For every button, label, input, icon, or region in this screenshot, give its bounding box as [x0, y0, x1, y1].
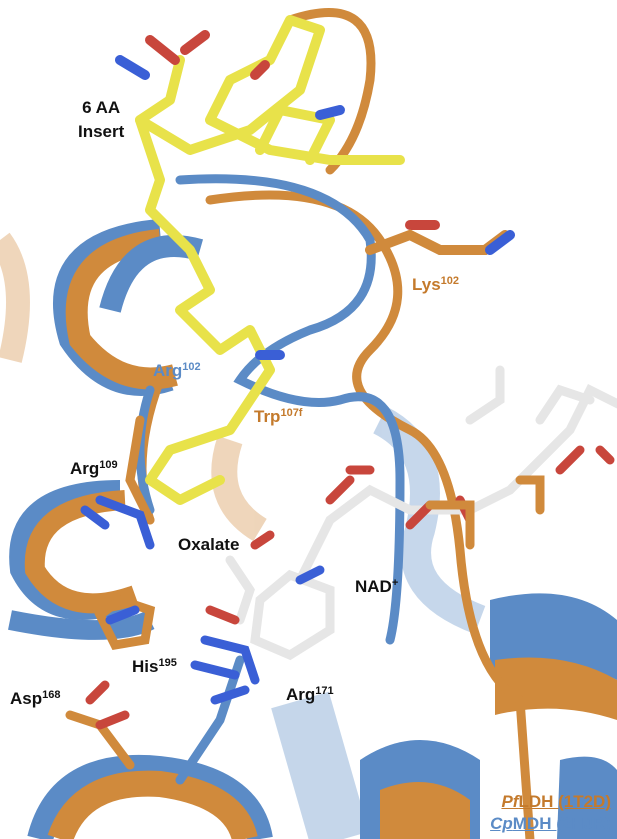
bottom-helix [27, 754, 273, 839]
arg109-label-num: 109 [99, 459, 118, 471]
lys-label-name: Lys [412, 275, 441, 294]
legend-pfldh-italic: Pf [501, 792, 519, 811]
asp168-label-num: 168 [42, 689, 61, 701]
oxalate-label-text: Oxalate [178, 535, 240, 554]
oxalate-ligand [205, 530, 275, 625]
legend-cpmdh-italic: Cp [490, 814, 513, 833]
his195-label: His195 [132, 657, 177, 676]
arg102-label-num: 102 [182, 361, 201, 373]
legend-pfldh: PfLDH (1T2D) [490, 791, 611, 813]
trp-label: Trp107f [254, 407, 303, 426]
arg171-label-num: 171 [315, 685, 334, 697]
left-helix-lower [8, 480, 155, 640]
nad-ligand [250, 365, 617, 661]
nad-label-num: + [391, 577, 399, 589]
oxalate-label: Oxalate [178, 536, 239, 553]
insert-label: 6 AA Insert [78, 96, 124, 144]
insert-heteroatoms [115, 30, 440, 360]
cpmdh-loop [135, 174, 405, 645]
insert-label-line2: Insert [78, 122, 125, 141]
right-helices [360, 593, 617, 839]
legend-cpmdh: CpMDH (2HJR) [490, 813, 611, 835]
asp168-label-name: Asp [10, 689, 43, 708]
nad-label-name: NAD [355, 577, 392, 596]
structure-legend: PfLDH (1T2D) CpMDH (2HJR) [490, 791, 611, 835]
trp-label-name: Trp [254, 407, 281, 426]
legend-pfldh-rest: LDH (1T2D) [518, 792, 611, 811]
nad-label: NAD+ [355, 577, 399, 596]
background-helices [0, 232, 486, 839]
lys-label: Lys102 [412, 275, 460, 294]
legend-cpmdh-rest: MDH (2HJR) [512, 814, 611, 833]
his195-label-num: 195 [158, 657, 177, 669]
insert-segment [135, 15, 405, 505]
arg171-label-name: Arg [286, 685, 316, 704]
arg171-side-chain [175, 635, 260, 785]
lys-label-num: 102 [440, 275, 460, 287]
lys-side-chain [365, 229, 515, 255]
arg109-label: Arg109 [70, 459, 118, 478]
his195-side-chain [94, 594, 156, 650]
trp-label-num: 107f [280, 407, 303, 419]
insert-label-line1: 6 AA [82, 98, 121, 117]
asp168-label: Asp168 [10, 689, 61, 708]
arg102-label: Arg102 [153, 361, 201, 380]
arg109-side-chain [80, 415, 155, 550]
his195-label-name: His [132, 657, 159, 676]
arg102-label-name: Arg [153, 361, 183, 380]
arg171-label: Arg171 [286, 685, 334, 704]
pfldh-loop [137, 8, 535, 839]
arg109-label-name: Arg [70, 459, 100, 478]
asp168-side-chain [65, 680, 135, 770]
